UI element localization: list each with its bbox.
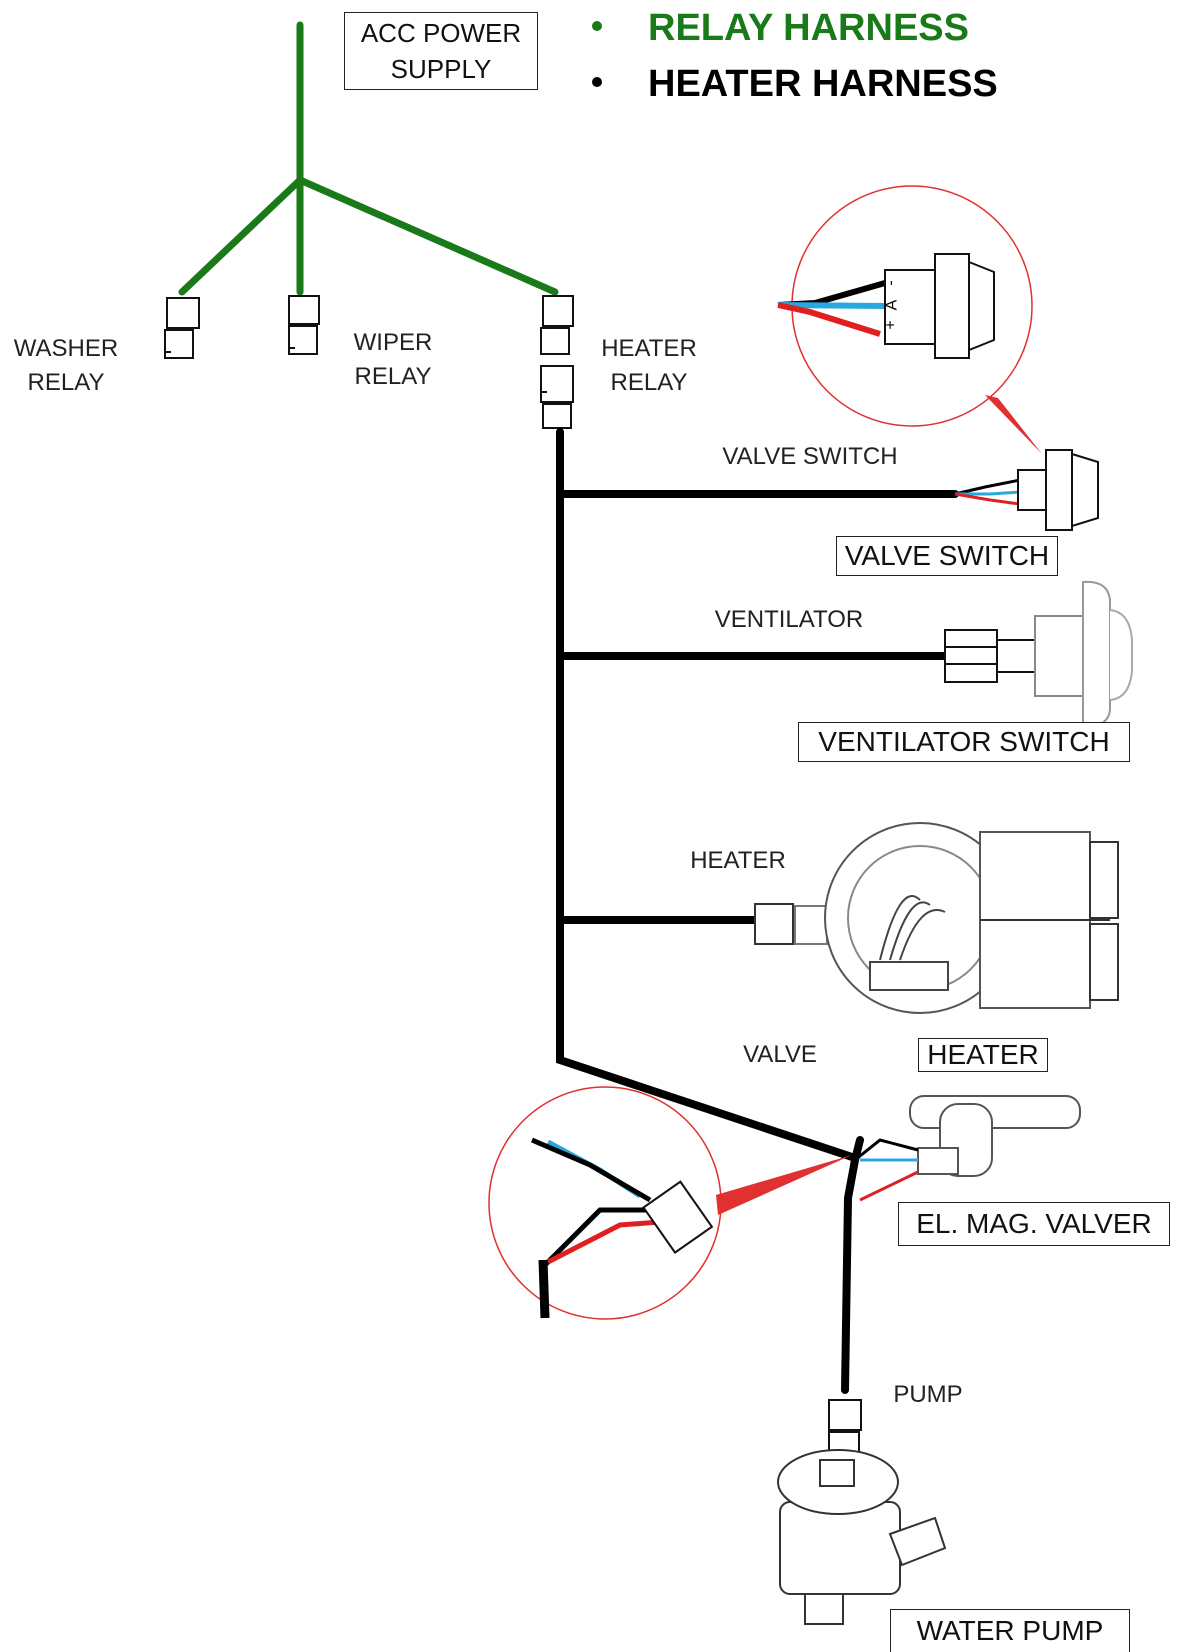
relay-harness-wires [178, 21, 559, 296]
legend-label: RELAY HARNESS [648, 7, 969, 49]
wiper-relay-label: WIPER RELAY [353, 329, 433, 390]
valve-switch-icon [1017, 449, 1099, 531]
legend-relay-harness: RELAY HARNESS [592, 6, 969, 50]
ventilator-switch-box: VENTILATOR SWITCH [798, 722, 1130, 762]
valve-switch-box: VALVE SWITCH [836, 536, 1058, 576]
switch-marking-a: A [883, 299, 901, 311]
washer-relay-label: WASHER RELAY [13, 335, 119, 396]
legend-label: HEATER HARNESS [648, 63, 998, 105]
heater-harness-wires [556, 428, 959, 1394]
heater-branch-label: HEATER [690, 847, 786, 874]
washer-relay-connector [164, 297, 200, 359]
heater-relay-label: HEATER RELAY [601, 335, 697, 396]
ventilator-branch-label: VENTILATOR [714, 606, 864, 633]
valve-box: EL. MAG. VALVER [898, 1202, 1170, 1246]
switch-marking-minus: - [882, 280, 900, 286]
valve-switch-callout [777, 185, 1042, 454]
water-pump-icon [777, 1449, 947, 1625]
water-pump-box: WATER PUMP [890, 1609, 1130, 1652]
valve-switch-branch-label: VALVE SWITCH [722, 443, 898, 470]
ventilator-switch-icon [944, 580, 1133, 728]
valve-switch-pigtail [954, 478, 1021, 506]
valve-callout [488, 1086, 852, 1320]
pump-branch-label: PUMP [893, 1381, 963, 1408]
switch-marking-plus: + [882, 320, 900, 330]
valve-branch-label: VALVE [743, 1041, 817, 1068]
heater-unit-icon [754, 822, 1119, 1014]
wiper-relay-connector [288, 295, 320, 355]
legend-heater-harness: HEATER HARNESS [592, 62, 998, 106]
acc-power-supply-box: ACC POWER SUPPLY [344, 12, 538, 90]
bullet-icon [592, 76, 602, 87]
heater-box: HEATER [918, 1038, 1048, 1072]
bullet-icon [592, 20, 602, 31]
solenoid-valve-icon [854, 1095, 1081, 1202]
heater-relay-connector [540, 295, 574, 429]
